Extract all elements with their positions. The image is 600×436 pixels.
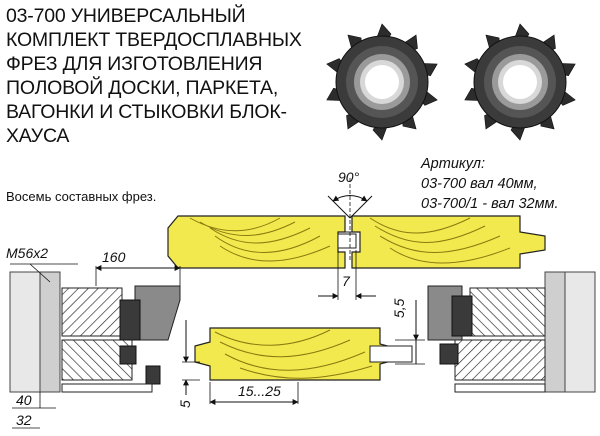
article-line-2: 03-700/1 - вал 32мм. (421, 196, 559, 212)
groove-width-label: 7 (342, 273, 351, 289)
article-line-1: 03-700 вал 40мм, (421, 176, 538, 192)
bore-dimensions (12, 392, 56, 429)
angle-label: 90° (338, 169, 360, 185)
thread-dimension (10, 263, 78, 283)
offset-label: 5 (177, 400, 193, 408)
cutter-photo-icon (461, 23, 579, 141)
bottom-board-profile (194, 327, 413, 381)
bore-32-label: 32 (16, 412, 32, 428)
article-block: Артикул: 03-700 вал 40мм, 03-700/1 - вал… (421, 154, 559, 214)
board-range-dimension (209, 382, 299, 405)
left-cutter-assembly (9, 271, 181, 393)
top-board-profile (167, 215, 546, 269)
length-label: 160 (102, 249, 126, 265)
board-range-label: 15...25 (238, 383, 281, 399)
right-cutter-assembly (427, 271, 596, 393)
groove-dimension (318, 250, 376, 300)
product-title: 03-700 универсальный комплект твердоспла… (6, 5, 302, 147)
article-label: Артикул: (421, 156, 486, 172)
step-label: 5,5 (391, 298, 407, 318)
thread-label: М56х2 (6, 245, 48, 261)
bore-40-label: 40 (16, 392, 32, 408)
offset-dimension (182, 320, 200, 395)
product-subtitle: Восемь составных фрез. (6, 189, 157, 204)
cutter-photo-icon (323, 23, 441, 141)
angle-marker (327, 178, 373, 260)
length-dimension (95, 265, 181, 286)
step-dimension (395, 300, 425, 365)
